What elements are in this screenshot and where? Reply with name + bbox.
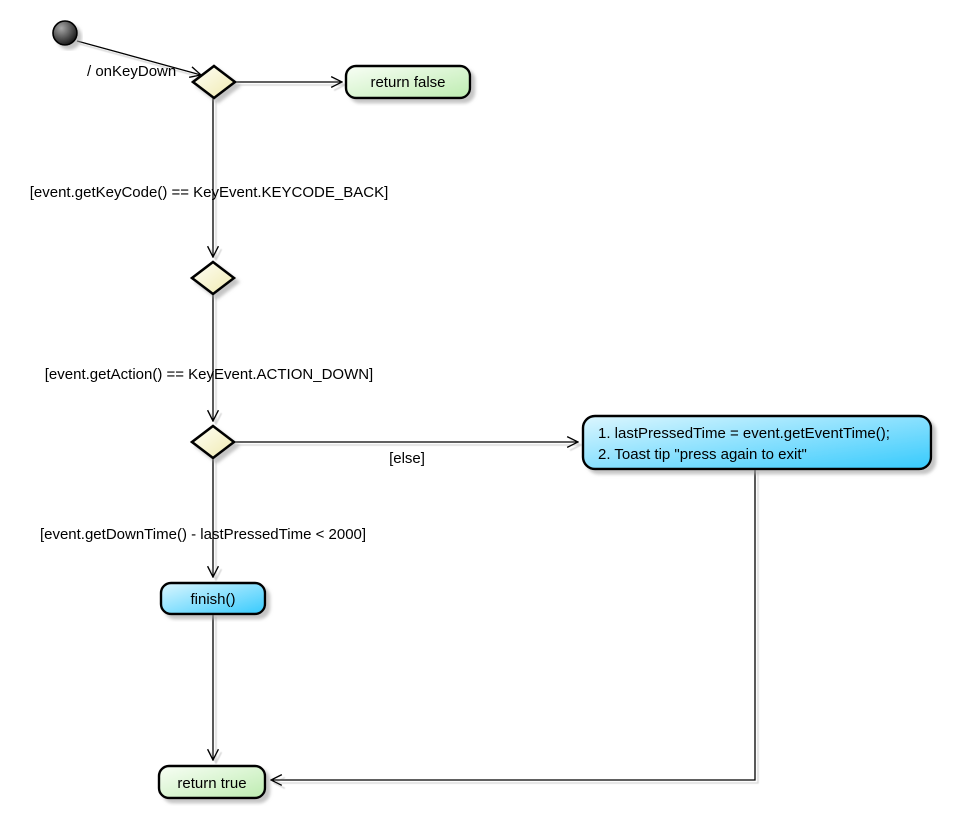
edges-layer [76, 40, 756, 780]
edge-label-onkeydown: / onKeyDown [87, 63, 176, 80]
toast-action-line1: 1. lastPressedTime = event.getEventTime(… [598, 425, 890, 442]
return-true-label: return true [177, 775, 246, 792]
guard-downtime-label: [event.getDownTime() - lastPressedTime <… [40, 526, 366, 543]
decision-keycode [190, 64, 238, 100]
edge-toast-to-return-true [271, 469, 756, 780]
guard-else-label: [else] [389, 450, 425, 467]
return-false-label: return false [370, 74, 445, 91]
node-finish [159, 581, 267, 616]
nodes-layer [52, 20, 933, 800]
decision-last-pressed-time [189, 424, 237, 460]
toast-action-line2: 2. Toast tip "press again to exit" [598, 446, 807, 463]
edge-start-to-decision1 [76, 40, 201, 75]
node-return-false [344, 64, 472, 100]
guard-action-label: [event.getAction() == KeyEvent.ACTION_DO… [45, 366, 373, 383]
labels-layer: / onKeyDown return false [event.getKeyCo… [30, 63, 890, 792]
node-return-true [157, 764, 267, 800]
finish-label: finish() [190, 591, 235, 608]
initial-node [52, 20, 78, 46]
guard-keycode-label: [event.getKeyCode() == KeyEvent.KEYCODE_… [30, 184, 389, 201]
decision-action [189, 260, 237, 296]
node-toast-action [581, 414, 933, 471]
